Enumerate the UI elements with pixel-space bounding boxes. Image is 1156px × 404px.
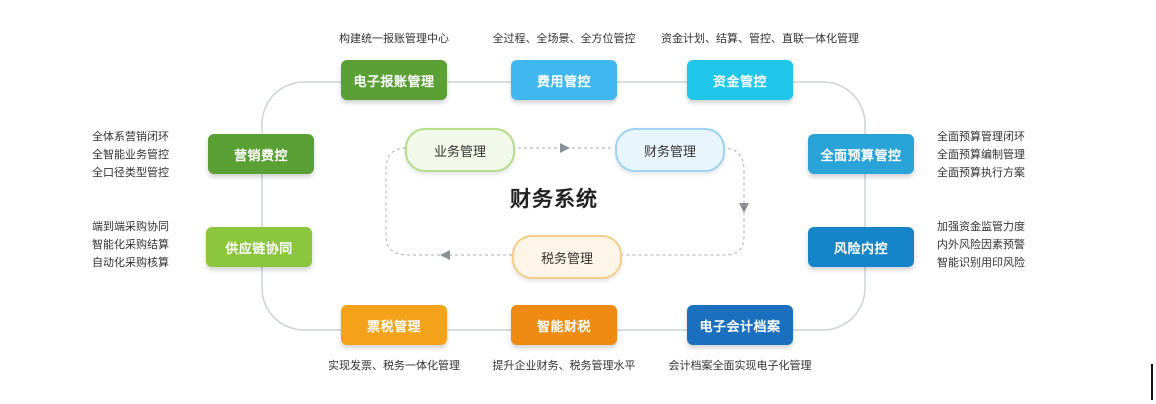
box-risk-control: 风险内控 (808, 227, 914, 267)
caption-supply-chain: 端到端采购协同 智能化采购结算 自动化采购核算 (92, 218, 169, 272)
caption-line: 全口径类型管控 (92, 166, 169, 179)
box-supply-chain: 供应链协同 (206, 227, 312, 267)
caption-accounting-archive: 会计档案全面实现电子化管理 (668, 359, 812, 372)
pill-finance-management: 财务管理 (615, 128, 725, 172)
caption-line: 全面预算管理闭环 (937, 130, 1025, 143)
box-marketing-expense: 营销费控 (208, 134, 314, 174)
box-budget-control: 全面预算管控 (808, 134, 914, 174)
caption-line: 全智能业务管控 (92, 148, 169, 161)
arrow-down-icon (739, 203, 749, 213)
diagram-title: 财务系统 (510, 187, 598, 211)
caption-line: 全面预算执行方案 (937, 166, 1025, 179)
caption-line: 内外风险因素预警 (937, 238, 1025, 251)
caption-smart-tax: 提升企业财务、税务管理水平 (492, 359, 636, 372)
caption-marketing-expense: 全体系营销闭环 全智能业务管控 全口径类型管控 (92, 128, 169, 182)
caption-line: 智能识别用印风险 (937, 256, 1025, 269)
pill-business-management: 业务管理 (405, 128, 515, 172)
caption-fund-control: 资金计划、结算、管控、直联一体化管理 (661, 32, 859, 45)
caption-electronic-reimbursement: 构建统一报账管理中心 (339, 32, 449, 45)
box-fund-control: 资金管控 (687, 60, 793, 100)
caption-line: 端到端采购协同 (92, 220, 169, 233)
caption-expense-control: 全过程、全场景、全方位管控 (492, 32, 636, 45)
arrow-left-icon (440, 250, 450, 260)
arrow-right-icon (560, 143, 570, 153)
caption-line: 加强资金监管力度 (937, 220, 1025, 233)
box-expense-control: 费用管控 (511, 60, 617, 100)
caption-line: 自动化采购核算 (92, 256, 169, 269)
caption-line: 全体系营销闭环 (92, 130, 169, 143)
box-electronic-reimbursement: 电子报账管理 (341, 60, 447, 100)
text-cursor (1151, 364, 1153, 400)
box-smart-tax: 智能财税 (511, 305, 617, 345)
caption-ticket-tax: 实现发票、税务一体化管理 (328, 359, 460, 372)
inner-dashed-right (620, 147, 745, 256)
caption-line: 全面预算编制管理 (937, 148, 1025, 161)
caption-line: 智能化采购结算 (92, 238, 169, 251)
box-accounting-archive: 电子会计档案 (687, 305, 793, 345)
caption-budget-control: 全面预算管理闭环 全面预算编制管理 全面预算执行方案 (937, 128, 1025, 182)
caption-risk-control: 加强资金监管力度 内外风险因素预警 智能识别用印风险 (937, 218, 1025, 272)
pill-tax-management: 税务管理 (512, 235, 622, 279)
box-ticket-tax: 票税管理 (341, 305, 447, 345)
